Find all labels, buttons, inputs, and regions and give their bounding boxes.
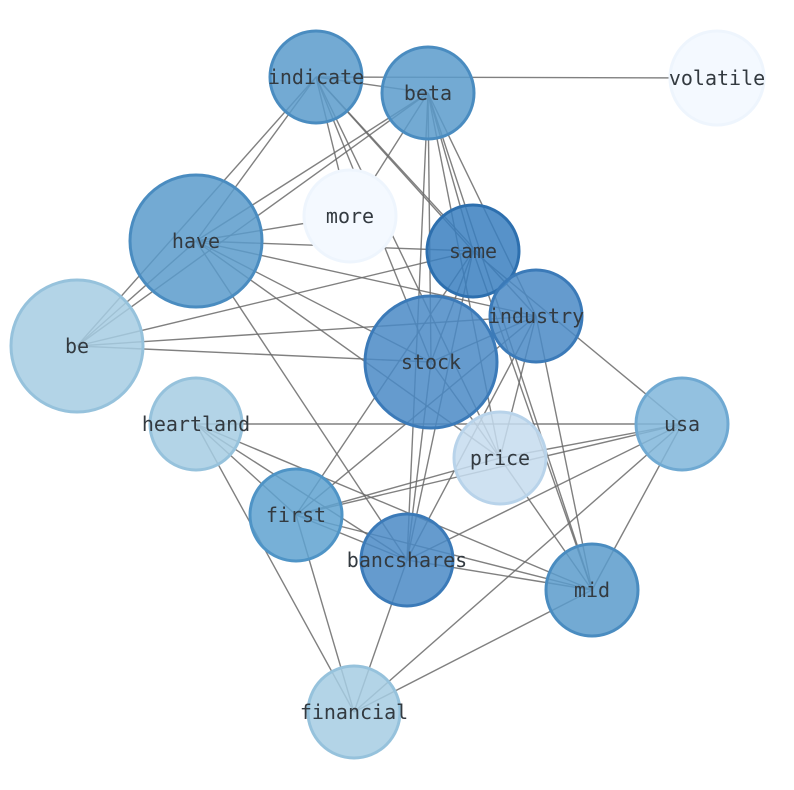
node-label-usa: usa bbox=[664, 412, 700, 436]
node-label-first: first bbox=[266, 503, 326, 527]
node-be bbox=[9, 278, 145, 414]
node-indicate bbox=[268, 29, 364, 125]
node-label-indicate: indicate bbox=[268, 65, 364, 89]
node-label-volatile: volatile bbox=[669, 66, 765, 90]
node-volatile bbox=[668, 29, 766, 127]
node-bancshares bbox=[359, 512, 455, 608]
node-same bbox=[425, 203, 521, 299]
node-label-industry: industry bbox=[488, 304, 584, 328]
nodes-layer bbox=[9, 29, 766, 760]
edge-usa-bancshares bbox=[406, 423, 683, 561]
node-label-mid: mid bbox=[574, 578, 610, 602]
edge-be-same bbox=[76, 250, 474, 347]
node-label-price: price bbox=[470, 446, 530, 470]
node-beta bbox=[380, 45, 476, 141]
node-heartland bbox=[148, 376, 244, 472]
node-financial bbox=[306, 664, 402, 760]
node-label-heartland: heartland bbox=[142, 412, 250, 436]
node-have bbox=[128, 173, 264, 309]
node-label-bancshares: bancshares bbox=[347, 548, 467, 572]
node-label-same: same bbox=[449, 239, 497, 263]
node-label-financial: financial bbox=[300, 700, 408, 724]
node-label-have: have bbox=[172, 229, 220, 253]
node-usa bbox=[634, 376, 730, 472]
labels-layer: indicate beta volatile more have same industry… bbox=[65, 65, 765, 724]
node-stock bbox=[363, 294, 499, 430]
edge-heartland-financial bbox=[195, 423, 355, 713]
node-mid bbox=[544, 542, 640, 638]
edge-heartland-mid bbox=[195, 423, 593, 591]
node-label-beta: beta bbox=[404, 81, 452, 105]
edge-indicate-volatile bbox=[315, 76, 718, 79]
node-label-more: more bbox=[326, 204, 374, 228]
node-first bbox=[248, 467, 344, 563]
edge-usa-financial bbox=[353, 423, 683, 713]
node-industry bbox=[488, 268, 584, 364]
node-more bbox=[302, 168, 398, 264]
node-price bbox=[452, 410, 548, 506]
node-label-stock: stock bbox=[401, 350, 461, 374]
node-label-be: be bbox=[65, 334, 89, 358]
